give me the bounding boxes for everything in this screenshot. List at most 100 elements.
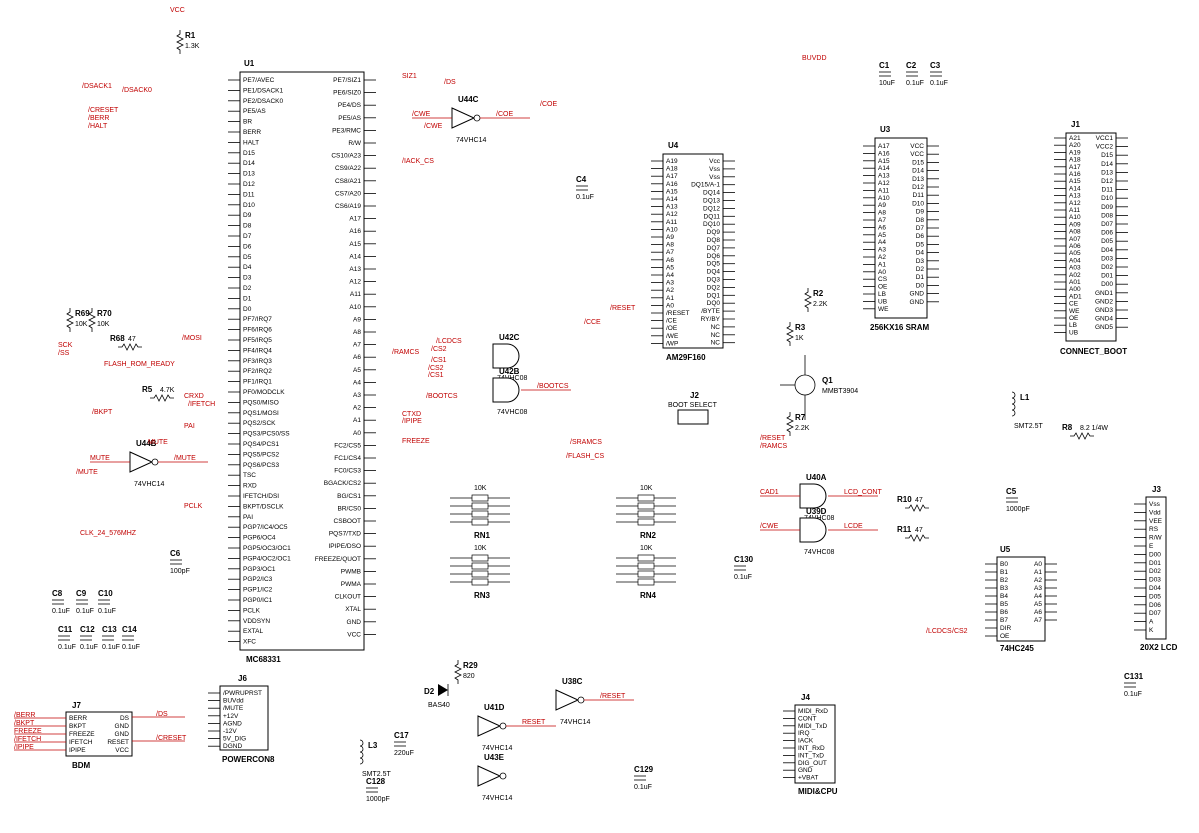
pin-label: PF1/IRQ1 xyxy=(243,379,272,386)
u5-ref: U5 xyxy=(1000,545,1011,554)
capacitor-value: 0.1uF xyxy=(80,644,98,651)
pin-label: A13 xyxy=(349,266,361,273)
net-label: /DS xyxy=(156,711,168,718)
capacitor-ref: C128 xyxy=(366,777,386,786)
pin-label: D06 xyxy=(1101,230,1113,237)
net-label-mute-n: /MUTE xyxy=(76,469,98,476)
pin-label: CS6/A19 xyxy=(335,203,361,210)
net-label-freeze: FREEZE xyxy=(402,438,430,445)
pin-label: VCC1 xyxy=(1096,135,1114,142)
gate-ref: U44C xyxy=(458,95,479,104)
pin-label: B5 xyxy=(1000,601,1008,608)
capacitor-value: 0.1uF xyxy=(98,608,116,615)
mcu-left-pins: PE7/AVECPE1/DSACK1PE2/DSACK0PE5/ASBRBERR… xyxy=(228,77,291,646)
net-label: /CRESET xyxy=(156,735,187,742)
pin-label: BR xyxy=(243,119,252,126)
pin-label: D11 xyxy=(243,191,255,198)
pin-label: A2 xyxy=(878,254,886,261)
net-label-flash-cs: /FLASH_CS xyxy=(566,453,604,460)
net-label-lcdcs2: /LCDCS xyxy=(926,628,952,635)
rn-value: 10K xyxy=(474,545,487,552)
pin-label: CS7/A20 xyxy=(335,190,361,197)
pin-label: A2 xyxy=(666,287,674,294)
pin-label: D2 xyxy=(243,285,252,292)
pin-label: D14 xyxy=(912,168,924,175)
net-label-berr: /BERR xyxy=(88,115,109,122)
pin-label: D05 xyxy=(1149,593,1161,600)
pin-label: OE xyxy=(878,284,888,291)
flash-right-pins: VccVssVssDQ15/A-1DQ14DQ13DQ12DQ11DQ10DQ9… xyxy=(691,158,735,347)
pin-label: PE1/DSACK1 xyxy=(243,87,283,94)
pin-label: A2 xyxy=(1034,577,1042,584)
net-label-siz1: SIZ1 xyxy=(402,73,417,80)
flash-part: AM29F160 xyxy=(666,353,706,362)
pin-label: -12V xyxy=(223,728,237,735)
pin-label: A5 xyxy=(1034,601,1042,608)
sram-left-pins: A17A16A15A14A13A12A11A10A9A8A7A6A5A4A3A2… xyxy=(863,143,890,313)
inductor-ref: L3 xyxy=(368,741,378,750)
j1-left-pins: A21A20A19A18A17A16A15A14A13A12A11A10A09A… xyxy=(1054,135,1082,336)
pin-label: GND xyxy=(347,619,362,626)
net-label-dsack0: /DSACK0 xyxy=(122,87,152,94)
pin-label: Vdd xyxy=(1149,509,1161,516)
pin-label: A19 xyxy=(666,158,678,165)
pin-label: DQ6 xyxy=(707,253,721,260)
pin-label: D7 xyxy=(916,225,925,232)
pin-label: /RESET xyxy=(666,310,690,317)
capacitor-value: 0.1uF xyxy=(734,574,752,581)
pin-label: D01 xyxy=(1101,273,1113,280)
net-label: /BKPT xyxy=(14,720,35,727)
pin-label: PF3/IRQ3 xyxy=(243,358,272,365)
mcu-right-pins: PE7/SIZ1PE6/SIZ0PE4/DSPE5/ASPE3/RMCR/WCS… xyxy=(315,77,376,638)
d2-part: BAS40 xyxy=(428,702,450,709)
pin-label: D05 xyxy=(1101,238,1113,245)
resistor-ref: R29 xyxy=(463,661,478,670)
pin-label: IPIPE/DSO xyxy=(328,543,361,550)
net-label: /CWE xyxy=(760,523,779,530)
pin-label: A11 xyxy=(1069,207,1080,214)
pin-label: D03 xyxy=(1101,255,1113,262)
pin-label: /WE xyxy=(666,333,679,340)
sram-part: 256KX16 SRAM xyxy=(870,323,929,332)
pin-label: DQ15/A-1 xyxy=(691,182,720,189)
inductor-value: SMT2.5T xyxy=(362,771,392,778)
pin-label: VDDSYN xyxy=(243,618,270,625)
gate-ref: U42B xyxy=(499,367,520,376)
pin-label: Vss xyxy=(709,166,721,173)
pin-label: CONT xyxy=(798,715,816,722)
pin-label: A15 xyxy=(666,188,678,195)
net-label: /IFETCH xyxy=(14,736,41,743)
pin-label: D07 xyxy=(1101,221,1113,228)
net-label-pai: PAI xyxy=(184,423,195,430)
resistor-value: 47 xyxy=(915,527,923,534)
capacitor-ref: C6 xyxy=(170,549,181,558)
net-label-cs2: /CS2 xyxy=(428,365,444,372)
pin-label: A3 xyxy=(1034,585,1042,592)
bdm-ref: J7 xyxy=(72,701,81,710)
pin-label: CS10/A23 xyxy=(331,153,361,160)
pin-label: A4 xyxy=(353,379,361,386)
pin-label: INT_RxD xyxy=(798,745,825,752)
pin-label: DQ10 xyxy=(703,221,720,228)
pin-label: D6 xyxy=(916,233,925,240)
pin-label: D02 xyxy=(1149,568,1161,575)
resistor-value: 10K xyxy=(97,321,110,328)
pin-label: PWMB xyxy=(341,568,361,575)
pin-label: A4 xyxy=(666,272,674,279)
capacitor-ref: C1 xyxy=(879,61,890,70)
pin-label: DQ8 xyxy=(707,237,721,244)
resistor-value: 1.3K xyxy=(185,43,200,50)
